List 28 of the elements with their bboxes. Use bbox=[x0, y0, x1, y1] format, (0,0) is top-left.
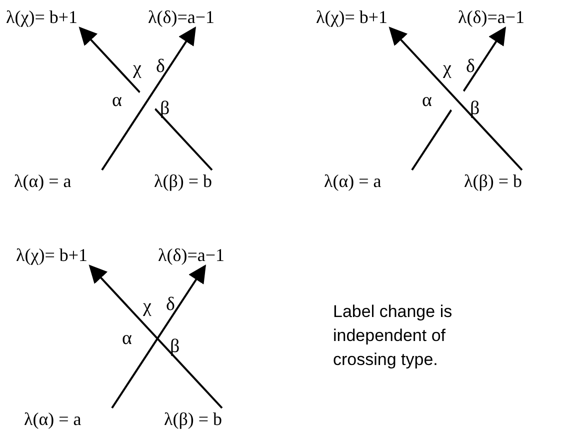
strand-label: λ(χ)= b+1 bbox=[16, 244, 88, 266]
strand-label: λ(β) = b bbox=[154, 170, 212, 192]
strand-label: λ(χ)= b+1 bbox=[6, 6, 78, 28]
arc-label: δ bbox=[166, 294, 175, 316]
arc-label: χ bbox=[143, 296, 152, 318]
arc-label: δ bbox=[466, 56, 475, 78]
strand-label: λ(α) = a bbox=[24, 408, 82, 430]
strand-arrow bbox=[388, 26, 523, 171]
strand-arrow bbox=[411, 26, 506, 171]
arc-label: χ bbox=[133, 58, 142, 80]
arc-label: χ bbox=[443, 58, 452, 80]
strand-arrow bbox=[101, 26, 196, 171]
arc-label: α bbox=[112, 90, 122, 112]
strand-label: λ(α) = a bbox=[14, 170, 72, 192]
strand-label: λ(β) = b bbox=[164, 408, 222, 430]
note-text: Label change is independent of crossing type. bbox=[333, 301, 454, 371]
arc-label: α bbox=[122, 328, 132, 350]
strand-arrow bbox=[88, 264, 223, 409]
strand-label: λ(δ)=a−1 bbox=[148, 6, 214, 28]
strand-label: λ(χ)= b+1 bbox=[316, 6, 388, 28]
arc-label: δ bbox=[156, 56, 165, 78]
strand-arrow bbox=[78, 26, 213, 171]
strand-label: λ(δ)=a−1 bbox=[158, 244, 224, 266]
strand-label: λ(β) = b bbox=[464, 170, 522, 192]
strand-label: λ(α) = a bbox=[324, 170, 382, 192]
arc-label: α bbox=[422, 90, 432, 112]
strand-label: λ(δ)=a−1 bbox=[458, 6, 524, 28]
strand-arrow bbox=[111, 264, 206, 409]
